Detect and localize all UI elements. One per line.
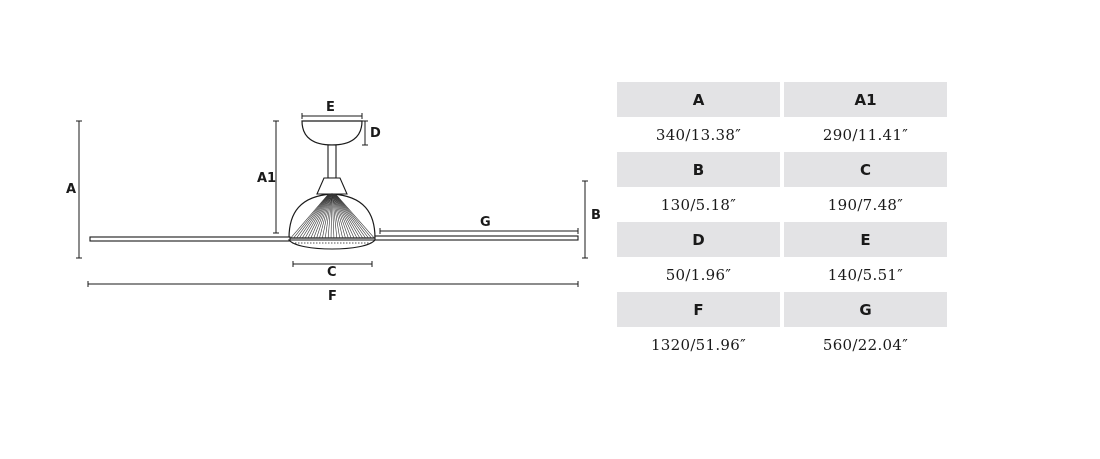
value-b: 130/5.18″ (660, 195, 737, 214)
value-f: 1320/51.96″ (650, 335, 747, 354)
dimension-lines (76, 113, 588, 287)
value-a: 340/13.38″ (655, 125, 742, 144)
downrod (327, 144, 337, 179)
left-blade (89, 236, 291, 242)
label-b: B (591, 208, 601, 223)
label-a: A (66, 182, 76, 197)
header-e: E (784, 222, 947, 257)
value-c: 190/7.48″ (827, 195, 904, 214)
header-b: B (617, 152, 780, 187)
canopy (301, 120, 363, 146)
value-g: 560/22.04″ (822, 335, 909, 354)
header-f: F (617, 292, 780, 327)
header-d: D (617, 222, 780, 257)
right-blade (374, 235, 579, 241)
value-d: 50/1.96″ (665, 265, 732, 284)
light-glass (287, 239, 377, 250)
header-c: C (784, 152, 947, 187)
label-d: D (370, 126, 381, 141)
motor-collar (316, 177, 348, 195)
fan-drawing (89, 120, 579, 250)
ceiling-fan-diagram: A A1 E D G B C F (66, 100, 601, 304)
label-g: G (480, 215, 491, 230)
header-a: A (617, 82, 780, 117)
label-e: E (326, 100, 335, 115)
label-c: C (327, 265, 337, 280)
value-e: 140/5.51″ (827, 265, 904, 284)
value-a1: 290/11.41″ (822, 125, 909, 144)
header-g: G (784, 292, 947, 327)
dimensions-table: A A1 340/13.38″ 290/11.41″ B C 130/5.18″… (617, 82, 947, 362)
label-a1: A1 (257, 171, 276, 186)
header-a1: A1 (784, 82, 947, 117)
label-f: F (328, 289, 337, 304)
